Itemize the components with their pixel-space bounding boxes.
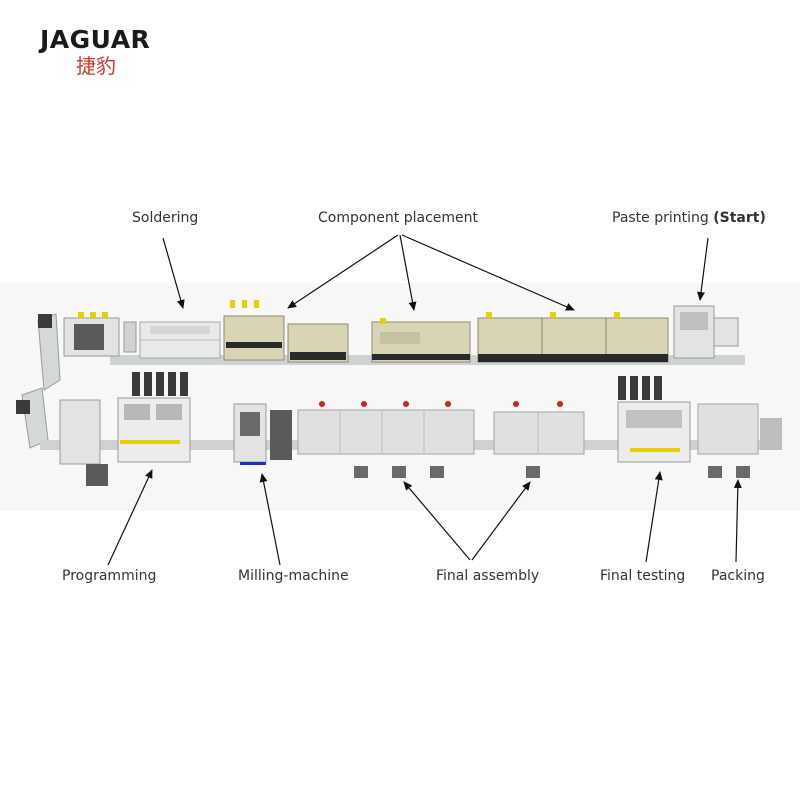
- arrow-soldering: [162, 237, 185, 309]
- label-soldering: Soldering: [132, 210, 199, 226]
- paste-printer: [673, 305, 739, 359]
- label-paste-printing-text: Paste printing: [612, 210, 709, 226]
- label-packing: Packing: [711, 568, 765, 584]
- arrow-placement-1: [287, 234, 399, 309]
- pointer-arrows: [107, 234, 742, 566]
- label-final-testing: Final testing: [600, 568, 686, 584]
- programming-station: [59, 372, 191, 486]
- label-final-assembly: Final assembly: [436, 568, 540, 584]
- label-paste-printing: Paste printing (Start): [612, 210, 766, 226]
- arrow-milling: [259, 473, 281, 566]
- arrow-placement-3: [401, 234, 575, 311]
- jaguar-logo: JAGUAR 捷豹: [40, 25, 151, 79]
- arrow-placement-2: [399, 234, 417, 311]
- label-paste-printing-start: (Start): [713, 210, 766, 226]
- final-testing-station: [617, 376, 691, 463]
- loader-unit: [63, 312, 120, 357]
- soldering-oven: [123, 321, 221, 359]
- assembly-line-2: [493, 401, 585, 478]
- logo-text-zh: 捷豹: [76, 54, 116, 78]
- arrow-paste-printing: [697, 237, 709, 301]
- arrow-final-testing: [645, 471, 663, 563]
- label-component-placement: Component placement: [318, 210, 479, 226]
- assembly-line-1: [297, 401, 475, 478]
- placement-machine-3: [477, 312, 669, 363]
- logo-text-en: JAGUAR: [40, 25, 151, 54]
- label-programming: Programming: [62, 568, 157, 584]
- arrow-packing: [733, 479, 742, 563]
- milling-machine: [233, 403, 292, 465]
- label-milling-machine: Milling-machine: [238, 568, 349, 584]
- arrow-assembly-2: [471, 481, 531, 561]
- packing-station: [697, 403, 782, 478]
- placement-machine-2: [371, 318, 471, 363]
- arrow-programming: [107, 469, 153, 566]
- return-conveyor: [16, 313, 61, 449]
- placement-machine-1: [223, 300, 349, 363]
- arrow-assembly-1: [403, 481, 471, 561]
